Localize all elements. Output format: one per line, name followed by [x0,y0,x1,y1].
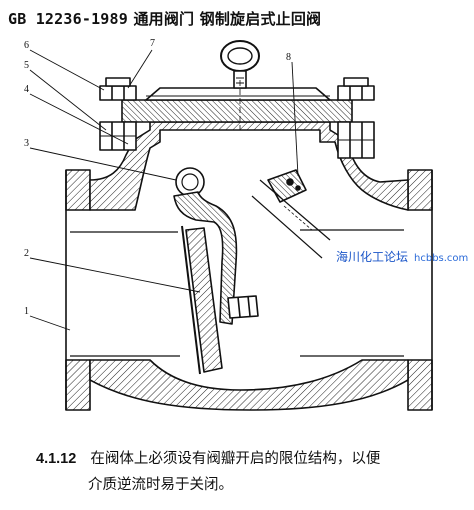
lifting-eye [220,40,260,72]
right-nut-top [337,85,375,101]
clause-text: 4.1.12 在阀体上必须设有阀瓣开启的限位结构，以便 介质逆流时易于关闭。 [36,446,456,498]
callout-2: 2 [24,248,29,259]
callout-3: 3 [24,138,29,149]
swing-check-valve-drawing: 6 5 4 3 2 1 7 8 [24,38,433,411]
left-flange [65,169,91,211]
callout-1: 1 [24,306,29,317]
callout-5: 5 [24,60,29,71]
bonnet [121,99,353,123]
callout-4: 4 [24,84,29,95]
standard-number: GB 12236-1989 [8,10,128,28]
valve-body-bottom [89,359,409,411]
watermark-site: hcbbs.com [414,253,469,264]
disc-arm [173,191,238,325]
hinge-pin [175,167,205,197]
clause-number: 4.1.12 [36,451,77,467]
clause-line-2: 介质逆流时易于关闭。 [88,477,233,493]
valve-disc [185,227,223,373]
callout-6: 6 [24,40,29,51]
limit-stop [267,169,307,203]
watermark-text: 海川化工论坛 [336,250,409,264]
callout-7: 7 [150,38,155,49]
clause-line-1: 在阀体上必须设有阀瓣开启的限位结构，以便 [90,451,381,467]
disc-nut [227,295,259,319]
callout-8: 8 [286,52,291,63]
watermark: 海川化工论坛 hcbbs.com [336,248,468,265]
right-flange [407,169,433,211]
right-flange-lower [407,359,433,411]
left-nut-top [99,85,137,101]
standard-title: 通用阀门 钢制旋启式止回阀 [133,10,322,28]
bonnet-cap [145,87,331,101]
drawing-title: GB 12236-1989 通用阀门 钢制旋启式止回阀 [8,8,321,29]
left-flange-lower [65,359,91,411]
